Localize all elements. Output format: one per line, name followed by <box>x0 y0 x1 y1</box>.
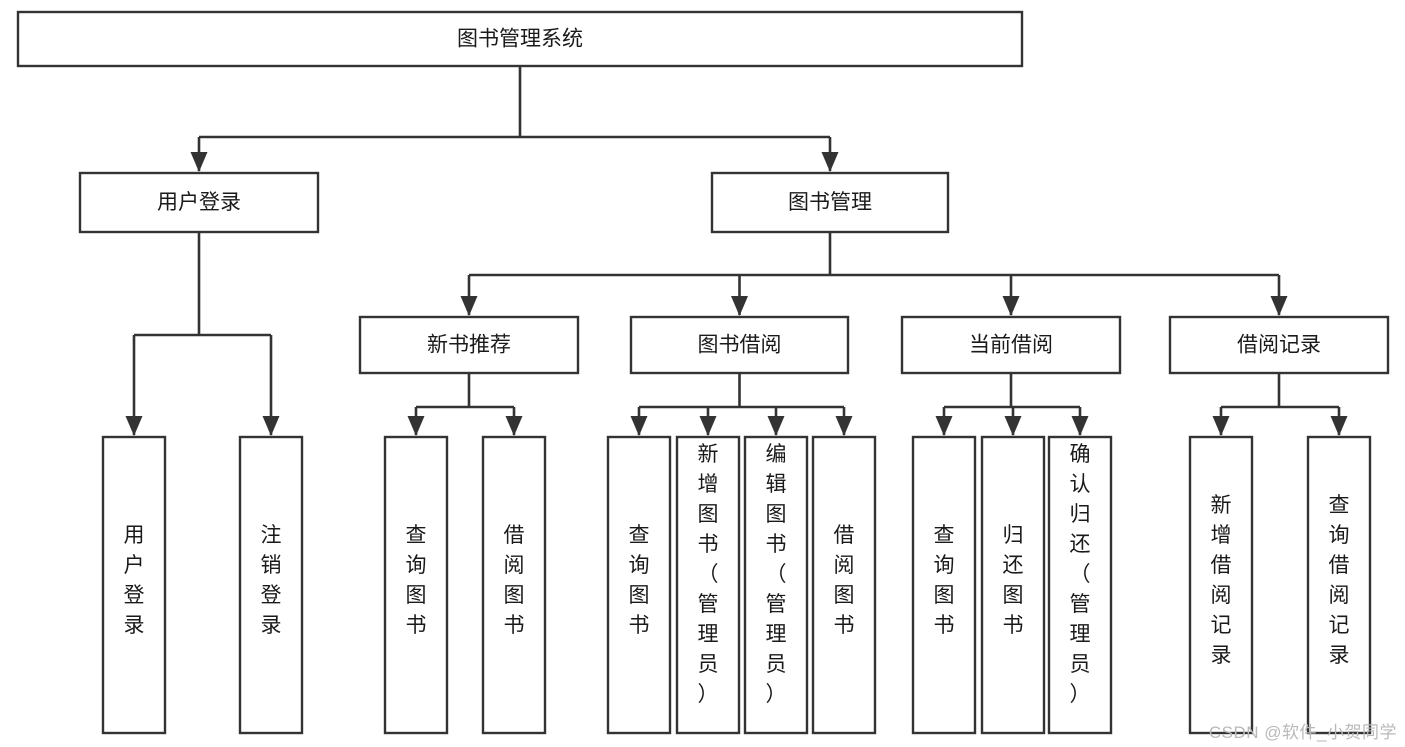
node-box-book-borrow <box>629 315 850 375</box>
node-label-leaf-query-book-current: 查询图书 <box>934 524 955 637</box>
node-label-user-login: 用户登录 <box>157 191 241 214</box>
arrow-head-to-leaf-borrow-book-recommend <box>505 416 523 436</box>
node-box-leaf-add-book-admin <box>675 435 741 735</box>
node-label-leaf-return-book: 归还图书 <box>1003 524 1024 637</box>
node-current-borrow[interactable]: 当前借阅 <box>900 315 1122 375</box>
node-box-leaf-borrow-book <box>811 435 877 735</box>
node-box-leaf-query-book-recommend <box>383 435 449 735</box>
arrow-head-to-book-borrow <box>731 296 748 316</box>
node-book-manage[interactable]: 图书管理 <box>710 171 950 234</box>
node-box-leaf-add-borrow-record <box>1188 435 1254 735</box>
node-label-leaf-query-book-recommend: 查询图书 <box>406 524 427 637</box>
node-leaf-user-login[interactable]: 用户登录 <box>101 435 167 735</box>
node-box-leaf-return-book <box>980 435 1046 735</box>
nodes-group: 图书管理系统用户登录图书管理新书推荐图书借阅当前借阅借阅记录用户登录注销登录查询… <box>16 10 1390 735</box>
node-leaf-logout[interactable]: 注销登录 <box>238 435 304 735</box>
node-leaf-query-book-current[interactable]: 查询图书 <box>911 435 977 735</box>
connector-lines-group <box>125 66 1348 436</box>
node-label-current-borrow: 当前借阅 <box>969 334 1053 357</box>
node-leaf-return-book[interactable]: 归还图书 <box>980 435 1046 735</box>
node-box-leaf-query-book-borrow <box>606 435 672 735</box>
node-leaf-query-book-recommend[interactable]: 查询图书 <box>383 435 449 735</box>
arrow-head-to-current-borrow <box>1002 296 1020 316</box>
node-book-borrow[interactable]: 图书借阅 <box>629 315 850 375</box>
arrow-head-to-leaf-add-book-admin <box>699 416 717 436</box>
arrow-head-to-leaf-logout <box>262 416 280 436</box>
arrow-head-to-leaf-query-book-current <box>935 416 953 436</box>
node-box-leaf-query-borrow-record <box>1306 435 1372 735</box>
node-borrow-records[interactable]: 借阅记录 <box>1168 315 1390 375</box>
arrow-head-to-leaf-query-borrow-record <box>1330 416 1348 436</box>
node-label-book-manage: 图书管理 <box>788 191 872 214</box>
node-label-leaf-user-login: 用户登录 <box>124 524 145 637</box>
arrow-head-to-book-manage <box>821 152 839 172</box>
node-label-new-book-recommend: 新书推荐 <box>427 334 511 357</box>
node-box-leaf-user-login <box>101 435 167 735</box>
node-leaf-query-borrow-record[interactable]: 查询借阅记录 <box>1306 435 1372 735</box>
node-label-leaf-add-borrow-record: 新增借阅记录 <box>1211 494 1232 667</box>
arrow-head-to-borrow-records <box>1270 296 1288 316</box>
arrow-head-to-leaf-return-book <box>1004 416 1022 436</box>
node-new-book-recommend[interactable]: 新书推荐 <box>358 315 580 375</box>
node-label-borrow-records: 借阅记录 <box>1237 334 1321 357</box>
node-leaf-borrow-book[interactable]: 借阅图书 <box>811 435 877 735</box>
node-leaf-query-book-borrow[interactable]: 查询图书 <box>606 435 672 735</box>
node-box-book-manage <box>710 171 950 234</box>
node-label-leaf-logout: 注销登录 <box>261 524 282 637</box>
node-label-leaf-add-book-admin: 新增图书（管理员） <box>698 443 719 706</box>
node-label-leaf-edit-book-admin: 编辑图书（管理员） <box>766 443 787 706</box>
node-leaf-edit-book-admin[interactable]: 编辑图书（管理员） <box>743 435 809 735</box>
node-leaf-add-book-admin[interactable]: 新增图书（管理员） <box>675 435 741 735</box>
arrow-head-to-leaf-query-book-recommend <box>407 416 425 436</box>
node-box-leaf-logout <box>238 435 304 735</box>
arrow-head-to-leaf-user-login <box>125 416 143 436</box>
node-label-leaf-confirm-return-admin: 确认归还（管理员） <box>1070 443 1091 706</box>
arrow-head-to-leaf-query-book-borrow <box>630 416 648 436</box>
node-box-leaf-borrow-book-recommend <box>481 435 547 735</box>
node-root[interactable]: 图书管理系统 <box>16 10 1024 68</box>
node-box-root <box>16 10 1024 68</box>
node-label-book-borrow: 图书借阅 <box>698 334 782 357</box>
node-leaf-borrow-book-recommend[interactable]: 借阅图书 <box>481 435 547 735</box>
node-box-current-borrow <box>900 315 1122 375</box>
node-label-leaf-query-borrow-record: 查询借阅记录 <box>1329 494 1350 667</box>
arrow-head-to-user-login <box>190 152 208 172</box>
node-box-new-book-recommend <box>358 315 580 375</box>
node-box-user-login <box>78 171 320 234</box>
arrow-head-to-new-book-recommend <box>460 296 478 316</box>
arrow-head-to-leaf-borrow-book <box>835 416 853 436</box>
node-leaf-add-borrow-record[interactable]: 新增借阅记录 <box>1188 435 1254 735</box>
node-user-login[interactable]: 用户登录 <box>78 171 320 234</box>
node-label-leaf-query-book-borrow: 查询图书 <box>629 524 650 637</box>
node-leaf-confirm-return-admin[interactable]: 确认归还（管理员） <box>1047 435 1113 735</box>
arrow-head-to-leaf-add-borrow-record <box>1212 416 1230 436</box>
node-box-leaf-confirm-return-admin <box>1047 435 1113 735</box>
node-box-leaf-edit-book-admin <box>743 435 809 735</box>
arrow-head-to-leaf-edit-book-admin <box>767 416 785 436</box>
node-label-root: 图书管理系统 <box>457 28 583 51</box>
node-label-leaf-borrow-book: 借阅图书 <box>834 524 855 637</box>
node-label-leaf-borrow-book-recommend: 借阅图书 <box>504 524 525 637</box>
node-box-leaf-query-book-current <box>911 435 977 735</box>
node-box-borrow-records <box>1168 315 1390 375</box>
arrow-head-to-leaf-confirm-return-admin <box>1071 416 1089 436</box>
